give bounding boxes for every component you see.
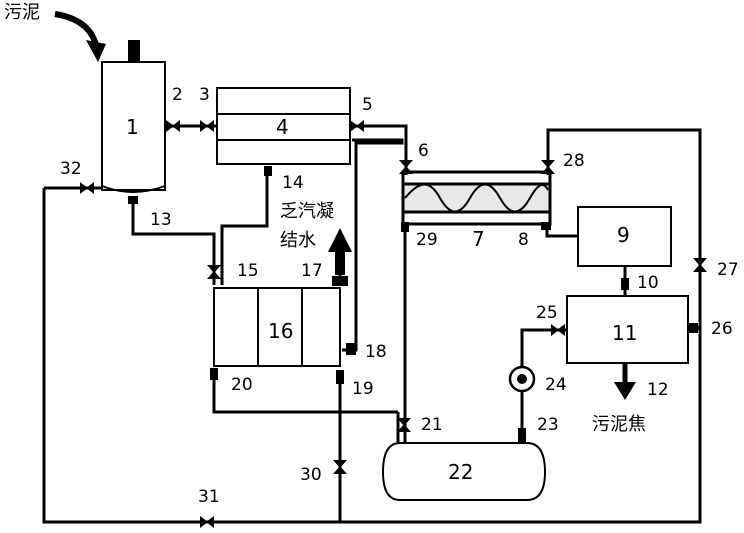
valve-icon: [264, 166, 272, 176]
valve-icon: [332, 276, 348, 286]
svg-text:14: 14: [282, 173, 304, 193]
valve-icon: [401, 222, 409, 232]
valve-icon: [541, 222, 551, 230]
svg-text:1: 1: [126, 115, 139, 139]
unit-4: 4: [216, 87, 351, 165]
valve-icon: [336, 370, 344, 384]
svg-text:26: 26: [711, 319, 733, 339]
svg-text:20: 20: [231, 375, 253, 395]
svg-text:9: 9: [617, 223, 630, 247]
sludge-in-label: 污泥: [4, 2, 40, 23]
text-labels: 污泥 乏汽凝 结水 污泥焦: [4, 2, 646, 435]
svg-text:28: 28: [563, 151, 585, 171]
svg-text:32: 32: [60, 159, 82, 179]
svg-text:29: 29: [416, 230, 438, 250]
valve-icon: [551, 324, 565, 336]
unit-22: 22: [381, 442, 547, 501]
sludge-inlet-arrow: [54, 11, 106, 62]
svg-text:11: 11: [612, 321, 637, 345]
svg-text:30: 30: [300, 465, 322, 485]
svg-text:22: 22: [448, 460, 473, 484]
valve-icon: [128, 196, 138, 204]
unit-7: 7: [401, 170, 552, 251]
valve-icon: [210, 368, 218, 380]
valves: [80, 120, 707, 528]
valve-icon: [541, 160, 555, 174]
unit-16: 16: [213, 287, 341, 367]
valve-icon: [207, 265, 221, 279]
unit-9: 9: [577, 206, 672, 267]
svg-text:5: 5: [362, 95, 373, 115]
unit-1: 1: [101, 40, 166, 204]
svg-text:2: 2: [172, 85, 183, 105]
valve-icon: [621, 278, 629, 290]
valve-icon: [333, 460, 347, 474]
valve-icon: [399, 160, 413, 174]
condensate-label: 乏汽凝: [280, 201, 334, 222]
valve-icon: [80, 182, 94, 194]
svg-text:19: 19: [352, 379, 374, 399]
svg-text:6: 6: [418, 141, 429, 161]
svg-text:7: 7: [472, 227, 485, 251]
sludge-coke-label: 污泥焦: [592, 414, 646, 435]
condensate-arrow: [328, 228, 352, 275]
valve-icon: [166, 120, 180, 132]
svg-text:25: 25: [536, 303, 558, 323]
svg-text:24: 24: [545, 375, 567, 395]
svg-text:27: 27: [717, 260, 739, 280]
valve-icon: [518, 428, 526, 442]
svg-text:15: 15: [237, 261, 259, 281]
pipes: [42, 124, 702, 524]
svg-text:13: 13: [150, 210, 172, 230]
svg-text:10: 10: [637, 273, 659, 293]
svg-text:4: 4: [276, 115, 289, 139]
valve-icon: [693, 258, 707, 272]
svg-text:8: 8: [518, 230, 529, 250]
svg-text:18: 18: [365, 342, 387, 362]
valve-icon: [397, 418, 411, 432]
condensate-label-2: 结水: [280, 230, 316, 251]
svg-text:16: 16: [268, 319, 293, 343]
svg-text:3: 3: [199, 85, 210, 105]
svg-text:12: 12: [647, 380, 669, 400]
valve-icon: [200, 516, 214, 528]
valve-icon: [688, 323, 698, 333]
svg-text:23: 23: [537, 415, 559, 435]
svg-text:21: 21: [421, 415, 443, 435]
arrow-icon: [614, 363, 636, 400]
svg-text:31: 31: [198, 487, 220, 507]
pump-icon: [508, 365, 536, 393]
valve-icon: [350, 120, 364, 132]
valve-icon: [200, 120, 214, 132]
port-labels: 2 3 5 6 8 10 12 13 14 15 17 18 19 20 21 …: [60, 85, 739, 507]
motor-icon: [128, 40, 140, 62]
valve-icon: [346, 343, 356, 355]
svg-text:17: 17: [301, 261, 323, 281]
unit-11: 11: [566, 295, 689, 364]
